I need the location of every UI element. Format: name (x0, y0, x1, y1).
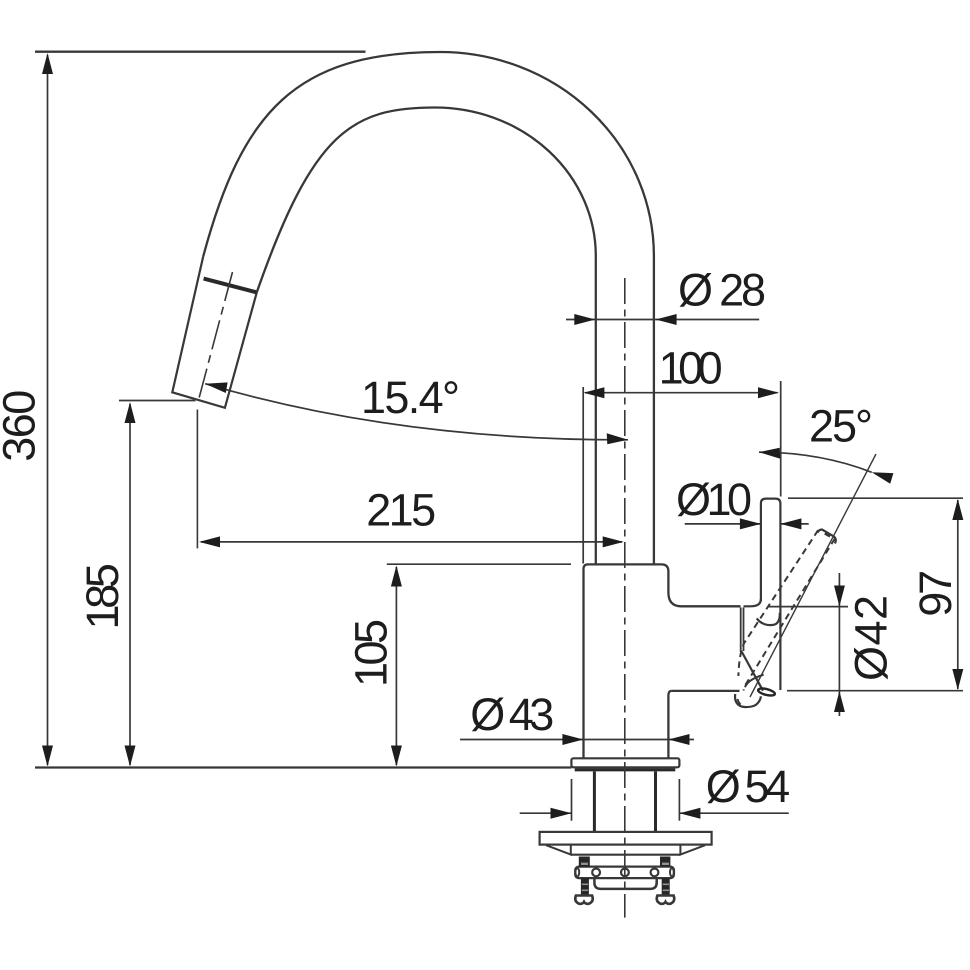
svg-text:185: 185 (77, 563, 128, 630)
svg-text:215: 215 (366, 485, 436, 536)
svg-text:97: 97 (910, 570, 961, 617)
svg-text:Ø42: Ø42 (846, 595, 897, 681)
svg-text:25°: 25° (809, 401, 873, 452)
svg-text:Ø 28: Ø 28 (678, 265, 766, 316)
svg-text:15.4°: 15.4° (361, 372, 460, 423)
svg-text:Ø 43: Ø 43 (470, 689, 554, 740)
svg-text:360: 360 (0, 390, 45, 462)
svg-text:Ø 54: Ø 54 (706, 761, 791, 812)
svg-text:105: 105 (346, 619, 397, 687)
svg-text:100: 100 (659, 343, 723, 394)
svg-text:Ø10: Ø10 (676, 474, 752, 525)
